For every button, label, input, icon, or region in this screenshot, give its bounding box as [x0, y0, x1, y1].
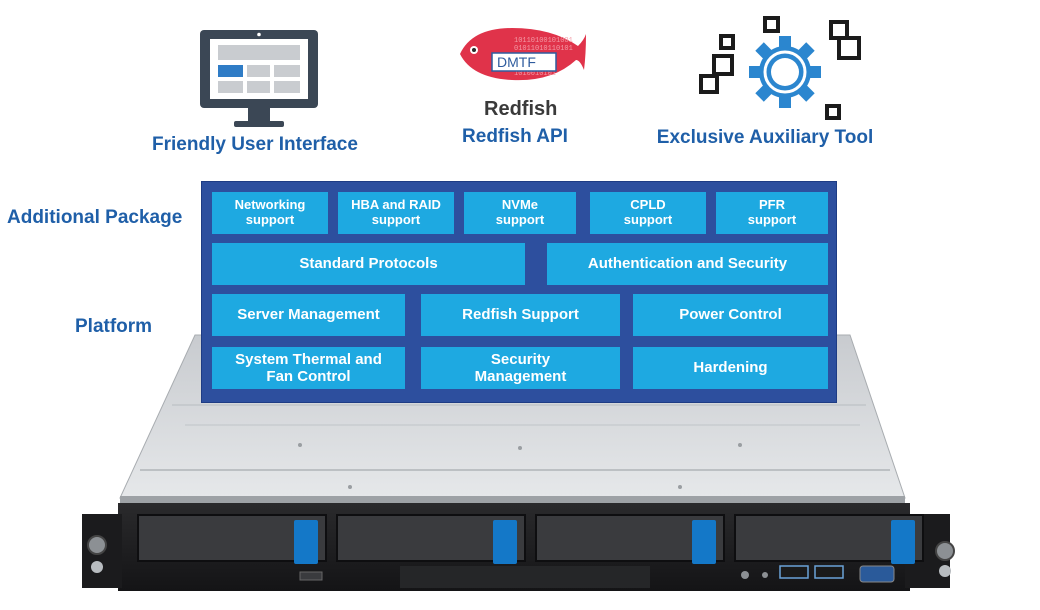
platform-power-control: Power Control — [633, 294, 828, 336]
monitor-icon — [200, 30, 318, 127]
redfish-logo: 10110100101001 01011010110101 1010010101… — [460, 28, 586, 120]
drive-bays — [137, 514, 924, 564]
svg-text:1010010101: 1010010101 — [514, 70, 556, 78]
svg-text:01011010110101: 01011010110101 — [514, 45, 573, 53]
platform-hardening: Hardening — [633, 347, 828, 389]
dmtf-wordmark: DMTF — [497, 54, 536, 70]
svg-text:10110100101001: 10110100101001 — [514, 37, 573, 45]
platform-standard-protocols: Standard Protocols — [212, 243, 525, 285]
gear-icon — [699, 16, 861, 120]
tool-feature-label: Exclusive Auxiliary Tool — [656, 127, 874, 148]
platform-authentication-security: Authentication and Security — [547, 243, 828, 285]
platform-server-management: Server Management — [212, 294, 405, 336]
additional-package-label: Additional Package — [7, 207, 183, 228]
platform-label: Platform — [75, 316, 153, 337]
platform-redfish-support: Redfish Support — [421, 294, 620, 336]
redfish-feature-label: Redfish API — [462, 126, 568, 147]
ui-feature-label: Friendly User Interface — [152, 134, 358, 155]
redfish-wordmark: Redfish — [484, 98, 557, 120]
